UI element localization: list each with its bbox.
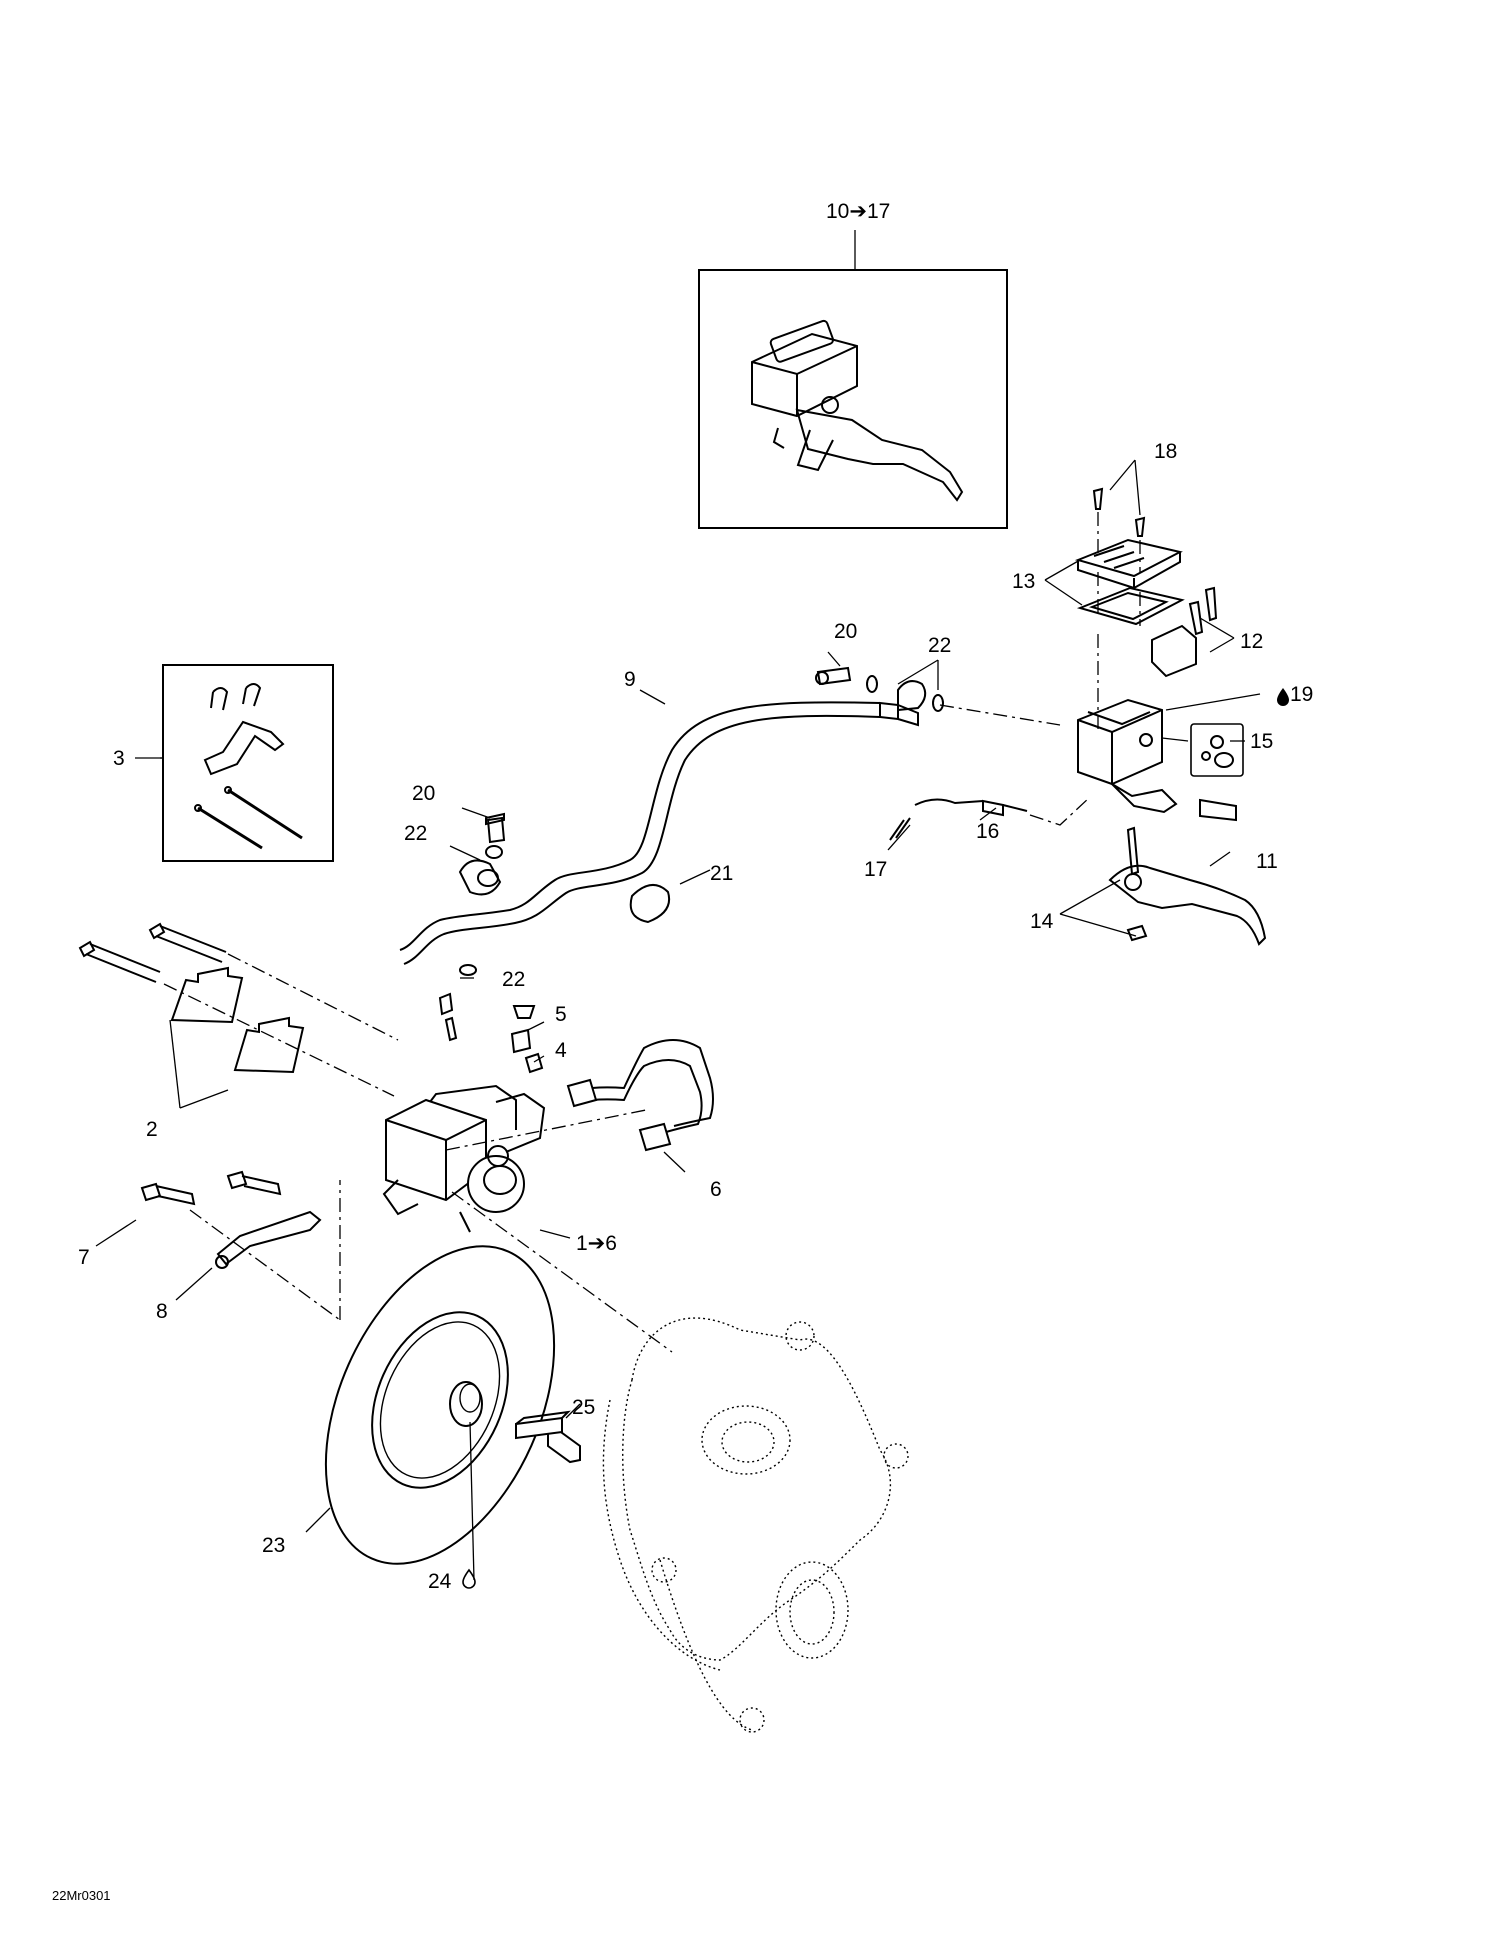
brake-caliper: [382, 1084, 546, 1233]
callout-24: 24: [428, 1570, 452, 1593]
callout-12: 12: [1240, 630, 1263, 653]
hose-clip: [629, 884, 670, 924]
callout-8: 8: [156, 1300, 168, 1323]
brake-hose: [399, 701, 919, 965]
callout-11: 11: [1256, 850, 1278, 873]
callout-3: 3: [113, 747, 125, 770]
master-cylinder-assembly-inset: [698, 230, 1008, 529]
pin-and-clip-kit-box: [162, 664, 334, 862]
callout-20-lower: 20: [412, 782, 435, 805]
chaincase-housing: [602, 1317, 909, 1733]
callout-13: 13: [1012, 570, 1035, 593]
caliper-bolts-and-bracket: [140, 1170, 341, 1321]
callout-20-upper: 20: [834, 620, 857, 643]
callout-14: 14: [1030, 910, 1054, 933]
callout-1-6: 1➔6: [576, 1232, 617, 1255]
callout-15: 15: [1250, 730, 1273, 753]
callout-7: 7: [78, 1246, 90, 1269]
drawing-code: 22Mr0301: [52, 1888, 111, 1903]
callout-2: 2: [146, 1118, 158, 1141]
callout-10-17: 10➔17: [826, 200, 890, 223]
drop-icon: [1277, 688, 1289, 706]
brake-pads-and-bolts: [78, 922, 399, 1097]
callout-23: 23: [262, 1534, 285, 1557]
callout-22-lower: 22: [502, 968, 525, 991]
callout-5: 5: [555, 1003, 567, 1026]
callout-9: 9: [624, 668, 636, 691]
brake-disc: [324, 1191, 673, 1565]
master-cylinder-exploded: [889, 487, 1267, 946]
callout-6: 6: [710, 1178, 722, 1201]
callout-18: 18: [1154, 440, 1177, 463]
callout-19: 19: [1290, 683, 1313, 706]
banjo-bolt-and-washers-upper: [815, 666, 944, 712]
callout-25: 25: [572, 1396, 595, 1419]
disc-key: [515, 1410, 571, 1440]
bleeder-screw-and-cap: [438, 992, 544, 1074]
drop-icon-disc: [462, 1568, 476, 1589]
callout-17: 17: [864, 858, 887, 881]
callout-4: 4: [555, 1039, 567, 1062]
callout-21: 21: [710, 862, 733, 885]
caliper-banjo-fitting: [458, 812, 506, 976]
leader-lines: [95, 459, 1261, 1581]
crossover-brake-pipe: [445, 1039, 714, 1152]
callout-16: 16: [976, 820, 999, 843]
callout-labels: 10➔17 18 13 12 19 15 20 22 9 11 14 16 17…: [52, 200, 1313, 1903]
callout-22-middle: 22: [404, 822, 427, 845]
callout-22-upper: 22: [928, 634, 951, 657]
